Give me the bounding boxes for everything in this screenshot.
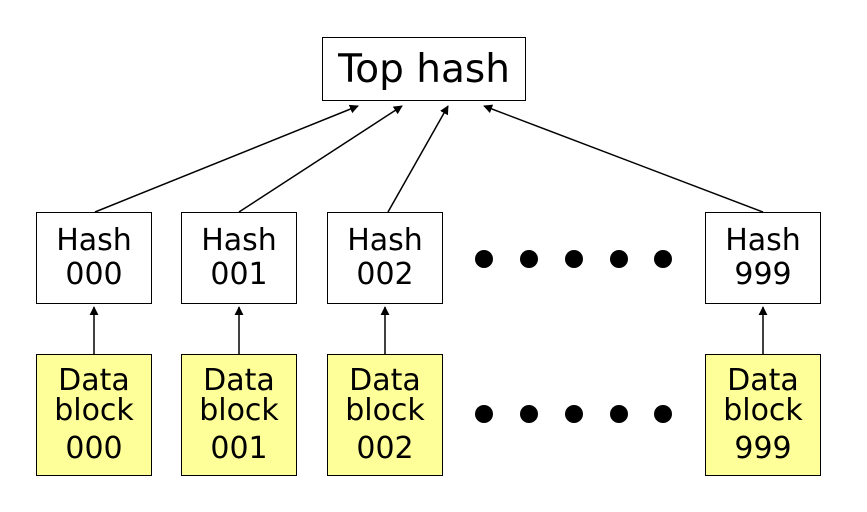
- data-label: Data: [58, 363, 130, 398]
- data-block-999: Data block 999: [705, 354, 821, 476]
- block-label: block: [54, 393, 134, 428]
- hash-label: Hash: [201, 222, 277, 258]
- data-block-id: 000: [65, 431, 123, 466]
- data-label: Data: [727, 363, 799, 398]
- hash-ellipsis: [475, 250, 672, 268]
- data-label: Data: [349, 363, 421, 398]
- data-block-id: 999: [734, 431, 792, 466]
- top-hash-node: Top hash: [322, 37, 526, 101]
- hash-label: Hash: [56, 222, 132, 258]
- arrow-hash-000-to-top: [94, 104, 359, 213]
- data-block-ellipsis: [475, 405, 672, 423]
- data-block-000: Data block 000: [36, 354, 152, 476]
- data-label: Data: [203, 363, 275, 398]
- hash-id: 002: [356, 257, 414, 292]
- hash-label: Hash: [347, 222, 423, 258]
- hash-node-999: Hash 999: [705, 212, 821, 304]
- block-label: block: [199, 393, 279, 428]
- top-hash-label: Top hash: [338, 46, 510, 92]
- block-label: block: [345, 393, 425, 428]
- hash-id: 000: [65, 257, 123, 292]
- data-block-id: 002: [356, 431, 414, 466]
- block-label: block: [723, 393, 803, 428]
- hash-node-002: Hash 002: [327, 212, 443, 304]
- hash-id: 999: [734, 257, 792, 292]
- hash-node-000: Hash 000: [36, 212, 152, 304]
- hash-label: Hash: [725, 222, 801, 258]
- data-block-001: Data block 001: [181, 354, 297, 476]
- data-block-id: 001: [210, 431, 268, 466]
- arrow-hash-999-to-top: [483, 104, 764, 213]
- data-block-002: Data block 002: [327, 354, 443, 476]
- hash-id: 001: [210, 257, 268, 292]
- hash-node-001: Hash 001: [181, 212, 297, 304]
- arrow-hash-001-to-top: [238, 105, 403, 213]
- arrow-hash-002-to-top: [387, 105, 449, 213]
